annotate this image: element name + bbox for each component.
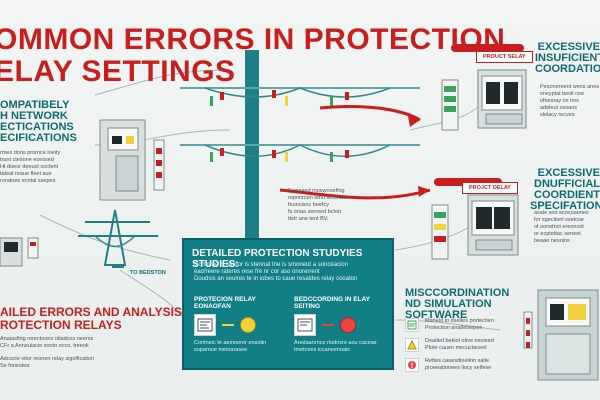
warning-icon: [405, 338, 419, 352]
failed-errors-heading: AILED ERRORS AND ANALYSIS, ROTECTION REL…: [0, 305, 186, 332]
center-tower: [180, 50, 420, 240]
alert-icon: [405, 358, 419, 372]
tower-label: TO BEDSTON: [130, 270, 166, 276]
status-ok-icon: [240, 317, 256, 333]
right-top-heading: EXCESSIVE INSUFICIENT COORDATION: [535, 41, 600, 75]
failed-errors-item-2: Adcocte vitor reonen relay sigolfication…: [0, 356, 95, 369]
card-protection-relay-label: PROTECION RELAY EONAOFAN: [194, 296, 256, 310]
right-mid-body: asale soo ecocoaones for sgecitonl ssetc…: [534, 210, 589, 244]
setting-icon: [294, 314, 316, 336]
misc-item-3-text: Rettes cauesdinelinn salle proeeationees…: [425, 358, 492, 371]
misc-item-1: Maneid to dseltes portectien Protection …: [405, 318, 535, 332]
detailed-studies-panel: DETAILED PROTECTION STUDYIES STUDIES: Co…: [182, 238, 394, 370]
relay-tag-mid: PROJCT DELAY: [462, 182, 518, 194]
card-protection-relay-caption: Contneic te aemoerer ensotin suparoue me…: [194, 340, 267, 353]
right-top-relay: [441, 69, 527, 131]
misc-item-1-text: Maneid to dseltes portectien Protection …: [425, 318, 494, 331]
misc-heading: MISCCORDINATION ND SIMULATION SOFTWARE: [405, 287, 510, 321]
right-top-body: Pesonereent weos anes sneyptal tsedi cee…: [540, 84, 600, 118]
relay-icon: [194, 314, 216, 336]
connector-line: [322, 324, 334, 326]
right-mid-heading: EXCESSIVE DNUFFICIAL COORDIENT SPECIFATI…: [530, 167, 600, 212]
card-protection-relay-diagram: [194, 314, 288, 336]
relay-tag-top: PROUCT SELAY: [476, 51, 533, 63]
connector-line: [222, 324, 234, 326]
status-error-icon: [340, 317, 356, 333]
left-small-relay: [0, 237, 39, 267]
center-note: Fwnaand moswnoefing repnnrcen tenu acema…: [288, 188, 350, 222]
card-relay-setting-caption: Aredaanrnce riodnsre aou caceas tmetcees…: [294, 340, 377, 353]
failed-errors-item-1: Anaiasfing rorectoons otiadcos neerss CF…: [0, 336, 94, 349]
misc-list: Maneid to dseltes portectien Protection …: [405, 318, 535, 372]
card-relay-setting-diagram: [294, 314, 388, 336]
misc-item-2: Deatled bekiol otive necieed Plote cauen…: [405, 338, 535, 352]
left-relay-cabinet: [99, 119, 165, 201]
detailed-studies-body: Commae is eemor is stennat tne is smoneu…: [194, 262, 358, 282]
compatibility-heading: OMPATIBELY H NETWORK ECTICATIONS ECIFICA…: [0, 99, 77, 144]
card-relay-setting-label: BEDCCORDING IN ELAY SEITING: [294, 296, 370, 310]
misc-item-3: Rettes cauesdinelinn salle proeeationees…: [405, 358, 535, 372]
compatibility-body: rmes dons prornce ioeity trunt ctesone e…: [0, 150, 61, 184]
detailed-studies-title: DETAILED PROTECTION STUDYIES STUDIES:: [192, 248, 363, 270]
misc-item-2-text: Deatled bekiol otive necieed Plote cauen…: [425, 338, 494, 351]
right-mid-relay: [431, 194, 519, 260]
card-relay-setting: BEDCCORDING IN ELAY SEITING Aredaanrnce …: [294, 296, 388, 358]
doc-icon: [405, 318, 419, 332]
left-transmission-tower: [78, 209, 158, 268]
card-protection-relay: PROTECION RELAY EONAOFAN Contneic te aem…: [194, 296, 288, 358]
page-title: OMMON ERRORS IN PROTECTION ELAY SETTINGS: [0, 23, 506, 88]
right-bottom-cabinet: [523, 289, 599, 381]
